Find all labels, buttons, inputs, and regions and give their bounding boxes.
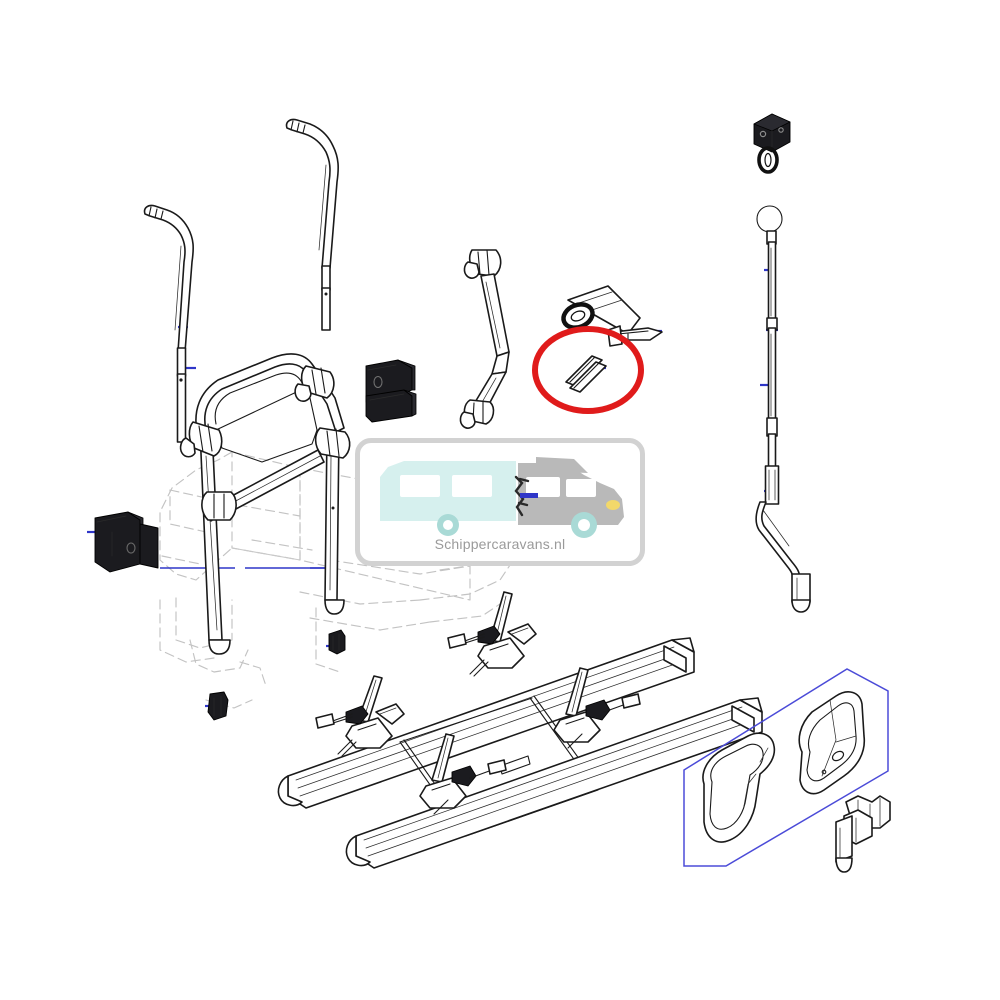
part-carrier-rail-assembly (277, 591, 763, 869)
watermark-brand-text: Schippercaravans.nl (434, 536, 566, 552)
part-clamp-cover-right (798, 691, 866, 795)
part-clamp-cover-left (702, 732, 776, 843)
part-support-tube-left (143, 204, 194, 443)
part-carrier-rail-front (345, 697, 763, 869)
part-carrier-rail-rear (277, 637, 695, 809)
part-support-tube-right (285, 118, 339, 331)
red-highlight-ellipse (532, 326, 644, 414)
watermark-logo: Schippercaravans.nl (355, 438, 645, 566)
frame-clamp-joints (179, 365, 351, 521)
part-wheel-holder-4 (553, 667, 641, 749)
callout-box-clamp-covers (683, 668, 889, 867)
part-wheel-holder-2 (447, 591, 537, 677)
part-mount-bracket-black-mid (365, 359, 417, 423)
part-support-arm (459, 249, 510, 429)
part-wheel-holder-1 (315, 675, 405, 757)
part-fastener-small-1 (328, 629, 346, 655)
part-main-frame (179, 353, 351, 655)
part-wheel-holder-3 (419, 733, 507, 815)
watermark-vehicle-graphic (380, 457, 624, 538)
part-flat-spacer-bar (565, 355, 607, 393)
part-mount-bracket-black-left (94, 511, 159, 573)
part-clamp-fitting (835, 795, 891, 873)
part-sleeve-tube (561, 285, 663, 347)
part-lock-cube (753, 113, 791, 174)
part-tension-rod (755, 205, 811, 613)
part-fastener-small-2 (207, 691, 229, 721)
